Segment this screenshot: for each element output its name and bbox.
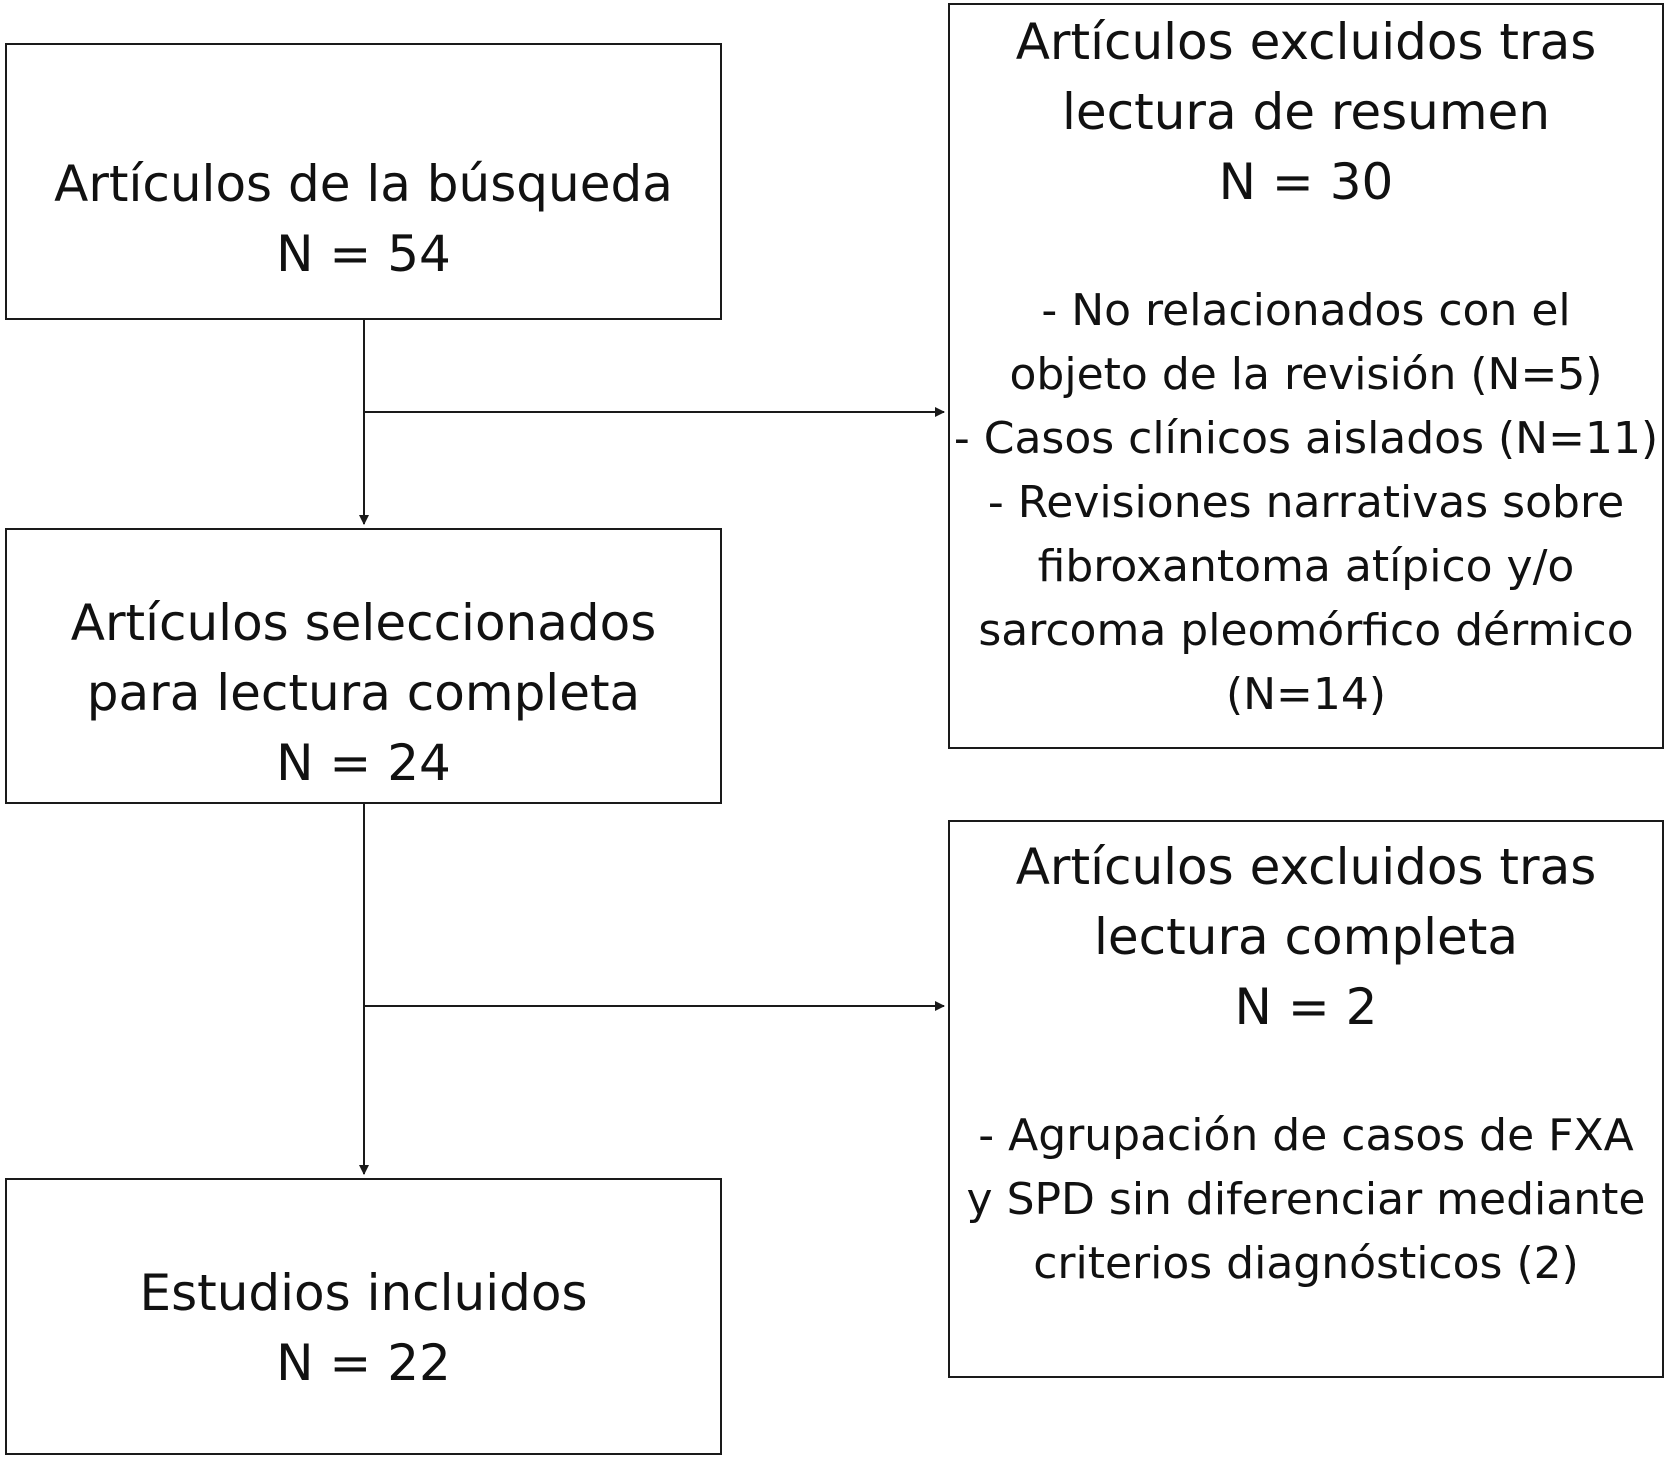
search-results-title: Artículos de la búsqueda: [54, 155, 673, 213]
excluded-abstract-title-line: lectura de resumen: [1061, 83, 1551, 141]
exclusion-criterion-line: (N=14): [1225, 669, 1387, 720]
excluded-full-title-line: Artículos excluidos tras: [1015, 838, 1597, 896]
excluded-full-count: N = 2: [1234, 978, 1378, 1036]
excluded-abstract-criteria: - No relacionados con el objeto de la re…: [950, 279, 1662, 727]
excluded-full-title-line: lectura completa: [1094, 908, 1518, 966]
excluded-abstract-count: N = 30: [1218, 153, 1394, 211]
excluded-full-criteria: - Agrupación de casos de FXA y SPD sin d…: [950, 1104, 1662, 1296]
exclusion-criterion-line: - Casos clínicos aislados (N=11): [953, 413, 1659, 464]
excluded-after-abstract-box: Artículos excluidos tras lectura de resu…: [948, 3, 1664, 749]
search-results-count: N = 54: [276, 225, 451, 283]
excluded-abstract-title-line: Artículos excluidos tras: [1015, 13, 1597, 71]
search-results-box: Artículos de la búsqueda N = 54: [5, 43, 722, 320]
exclusion-criterion-line: fibroxantoma atípico y/o: [1037, 541, 1575, 592]
included-studies-count: N = 22: [276, 1334, 451, 1392]
selected-articles-title-line: Artículos seleccionados: [70, 594, 657, 652]
included-studies-box: Estudios incluidos N = 22: [5, 1178, 722, 1455]
excluded-after-full-text-box: Artículos excluidos tras lectura complet…: [948, 820, 1664, 1378]
exclusion-criterion-line: - Agrupación de casos de FXA: [978, 1110, 1634, 1161]
exclusion-criterion-line: - No relacionados con el: [1041, 285, 1571, 336]
exclusion-criterion-line: - Revisiones narrativas sobre: [987, 477, 1625, 528]
selected-articles-box: Artículos seleccionados para lectura com…: [5, 528, 722, 804]
exclusion-criterion-line: criterios diagnósticos (2): [1033, 1238, 1579, 1289]
selected-articles-count: N = 24: [276, 734, 451, 792]
exclusion-criterion-line: y SPD sin diferenciar mediante: [966, 1174, 1646, 1225]
included-studies-title: Estudios incluidos: [139, 1264, 588, 1322]
exclusion-criterion-line: objeto de la revisión (N=5): [1009, 349, 1603, 400]
selected-articles-title-line: para lectura completa: [86, 664, 641, 722]
exclusion-criterion-line: sarcoma pleomórfico dérmico: [978, 605, 1634, 656]
